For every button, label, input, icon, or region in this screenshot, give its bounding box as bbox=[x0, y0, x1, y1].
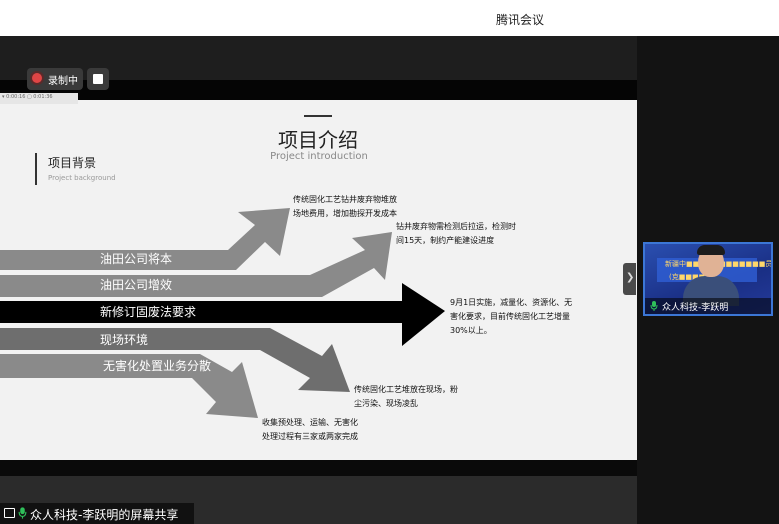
band-label: 油田公司增效 bbox=[100, 278, 173, 292]
arrow-band-2 bbox=[0, 232, 392, 297]
screen-share-owner: 众人科技-李跃明的屏幕共享 bbox=[30, 508, 179, 522]
slide-title: 项目介绍 bbox=[278, 128, 358, 152]
section-title: 项目背景 bbox=[48, 156, 97, 170]
presentation-slide bbox=[0, 100, 637, 476]
recording-label: 录制中 bbox=[48, 76, 78, 87]
stop-icon bbox=[93, 74, 103, 84]
band-label: 现场环境 bbox=[100, 333, 149, 347]
section-marker bbox=[35, 153, 37, 185]
slide-top-bar bbox=[0, 80, 637, 100]
recording-indicator[interactable]: 录制中 bbox=[27, 68, 83, 90]
note-text: 收集预处理、运输、无害化 处理过程有三家或两家完成 bbox=[262, 418, 358, 441]
slide-bottom-bar bbox=[0, 460, 637, 476]
note-text: 传统固化工艺堆放在现场，粉 尘污染、现场凌乱 bbox=[354, 385, 458, 408]
video-banner-text: (克■■■■■) bbox=[669, 273, 715, 281]
band-label: 油田公司将本 bbox=[100, 252, 173, 266]
arrow-band-1 bbox=[0, 208, 290, 270]
note-text: 钻井废弃物需检测后拉运，检测时 间15天，制约产能建设进度 bbox=[396, 222, 516, 245]
record-icon bbox=[32, 73, 42, 83]
band-label: 新修订固废法要求 bbox=[100, 305, 197, 319]
screen-share-icon bbox=[4, 508, 15, 518]
note-text: 传统固化工艺钻井废弃物堆放 场地费用，增加勘探开发成本 bbox=[293, 195, 397, 218]
band-label: 无害化处置业务分散 bbox=[103, 359, 212, 373]
participant-name-bar: 众人科技-李跃明 bbox=[645, 298, 771, 314]
note-text: 9月1日实施，减量化、资源化、无 害化要求，目前传统固化工艺增量 30%以上。 bbox=[450, 298, 573, 335]
participant-hair bbox=[697, 245, 725, 255]
participant-name: 众人科技-李跃明 bbox=[662, 303, 729, 313]
slide-subtitle: Project introduction bbox=[270, 151, 368, 162]
stop-recording-button[interactable] bbox=[87, 68, 109, 90]
participant-video-tile[interactable]: 新疆中■■■■■■■■■■■■员 (克■■■■■) 众人科技-李跃明 bbox=[643, 242, 773, 316]
mic-icon bbox=[18, 507, 27, 519]
arrow-band-3 bbox=[0, 283, 445, 346]
app-title: 腾讯会议 bbox=[496, 13, 545, 27]
chevron-right-icon: ❯ bbox=[626, 272, 635, 283]
mini-playback-time: ▾ 0:00:16 ▢ 0:01:36 bbox=[2, 94, 53, 100]
mic-icon bbox=[650, 301, 658, 311]
title-bar: 腾讯会议 bbox=[0, 0, 779, 36]
section-subtitle: Project background bbox=[48, 174, 116, 182]
title-decoration bbox=[304, 115, 332, 117]
screen-share-label: 众人科技-李跃明的屏幕共享 bbox=[0, 503, 194, 524]
arrow-graphic bbox=[0, 208, 445, 418]
arrow-band-5 bbox=[0, 354, 258, 418]
mini-playback-bar[interactable] bbox=[0, 93, 78, 104]
arrow-band-4 bbox=[0, 328, 350, 392]
collapse-panel-button[interactable]: ❯ bbox=[623, 263, 636, 295]
